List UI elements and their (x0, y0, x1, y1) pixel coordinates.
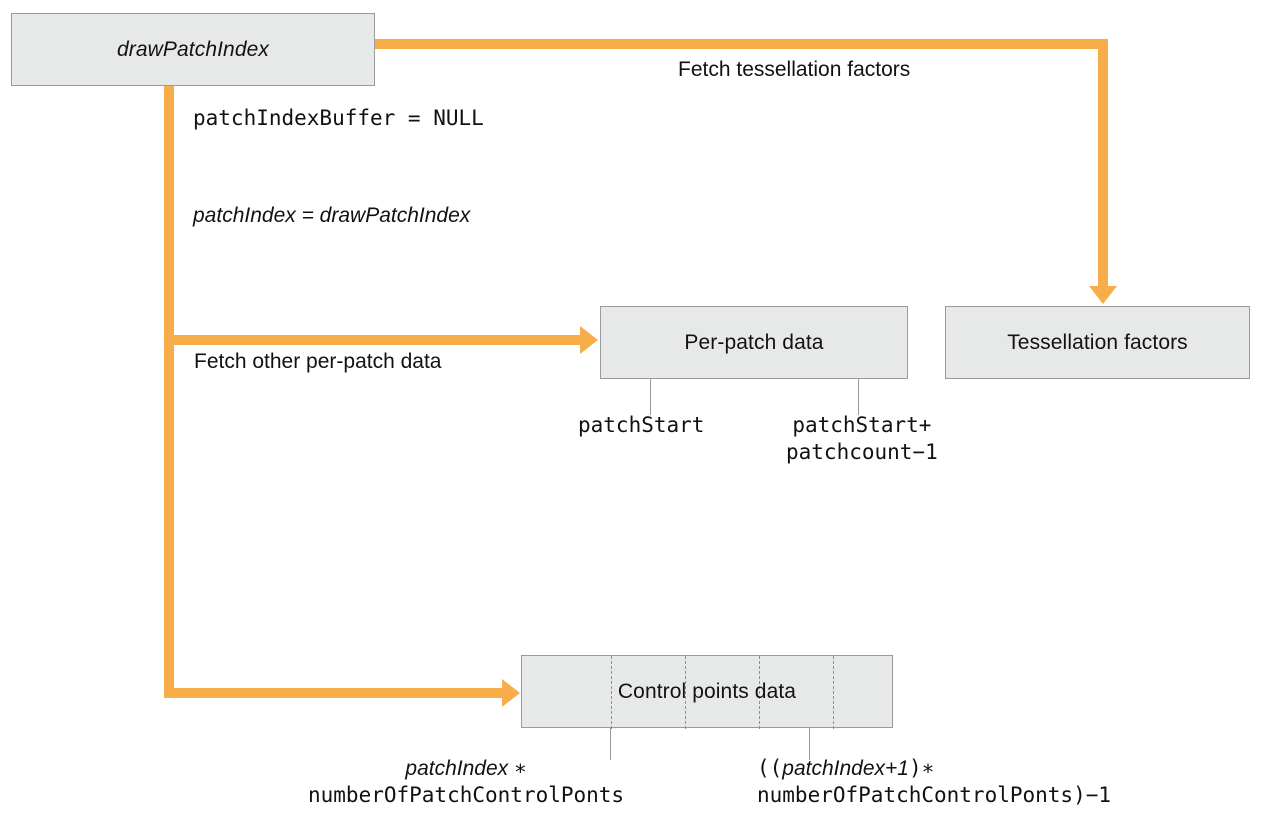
caption-control-end-post: )∗ (908, 756, 935, 780)
node-draw-patch-index: drawPatchIndex (11, 13, 375, 86)
flow-label-fetch-tessellation-factors: Fetch tessellation factors (678, 58, 911, 81)
arrow-down-icon (1089, 286, 1117, 304)
caption-patch-end-line2: patchcount−1 (786, 440, 938, 464)
node-tessellation-factors: Tessellation factors (945, 306, 1250, 379)
node-control-points-data-label: Control points data (617, 679, 797, 703)
caption-control-end-line2: numberOfPatchControlPonts)−1 (757, 783, 1112, 807)
caption-control-start-op: ∗ (514, 756, 527, 780)
note-patch-index-buffer: patchIndexBuffer = NULL (193, 106, 484, 130)
cell-separator (833, 656, 834, 729)
flow-line-top-horizontal (370, 39, 1108, 49)
leader-line-patch-start (650, 379, 651, 415)
cell-separator (611, 656, 612, 729)
caption-control-start: patchIndex ∗ numberOfPatchControlPonts (308, 755, 624, 809)
node-per-patch-data-label: Per-patch data (684, 330, 824, 354)
caption-control-end-pre: (( (757, 756, 783, 780)
caption-patch-start: patchStart (578, 413, 705, 437)
cell-separator (685, 656, 686, 729)
caption-control-start-line1: patchIndex ∗ (308, 755, 624, 782)
arrow-right-icon-control-points (502, 679, 520, 707)
caption-control-end: ((patchIndex+1)∗ numberOfPatchControlPon… (757, 755, 1111, 809)
arrow-right-icon-per-patch (580, 326, 598, 354)
flow-line-trunk-vertical (164, 85, 174, 697)
leader-line-patch-end (858, 379, 859, 415)
node-per-patch-data: Per-patch data (600, 306, 908, 379)
caption-patch-end-line1: patchStart+ (792, 413, 932, 437)
leader-line-control-start (610, 728, 611, 760)
caption-control-start-var: patchIndex (405, 757, 514, 780)
note-patch-index-assignment: patchIndex = drawPatchIndex (193, 204, 471, 227)
caption-control-end-line1: ((patchIndex+1)∗ (757, 755, 1111, 782)
flow-line-right-vertical (1098, 39, 1108, 288)
leader-line-control-end (809, 728, 810, 760)
flow-line-per-patch-horizontal (164, 335, 582, 345)
node-draw-patch-index-label: drawPatchIndex (117, 37, 269, 61)
caption-control-start-line2: numberOfPatchControlPonts (308, 783, 625, 807)
flow-line-control-points-horizontal (164, 688, 504, 698)
flow-label-fetch-other-per-patch-data: Fetch other per-patch data (194, 350, 442, 373)
node-tessellation-factors-label: Tessellation factors (1007, 330, 1188, 354)
caption-patch-end: patchStart+ patchcount−1 (786, 412, 938, 466)
caption-control-end-var: patchIndex+1 (782, 757, 909, 780)
node-control-points-data: Control points data (521, 655, 893, 729)
cell-separator (759, 656, 760, 729)
